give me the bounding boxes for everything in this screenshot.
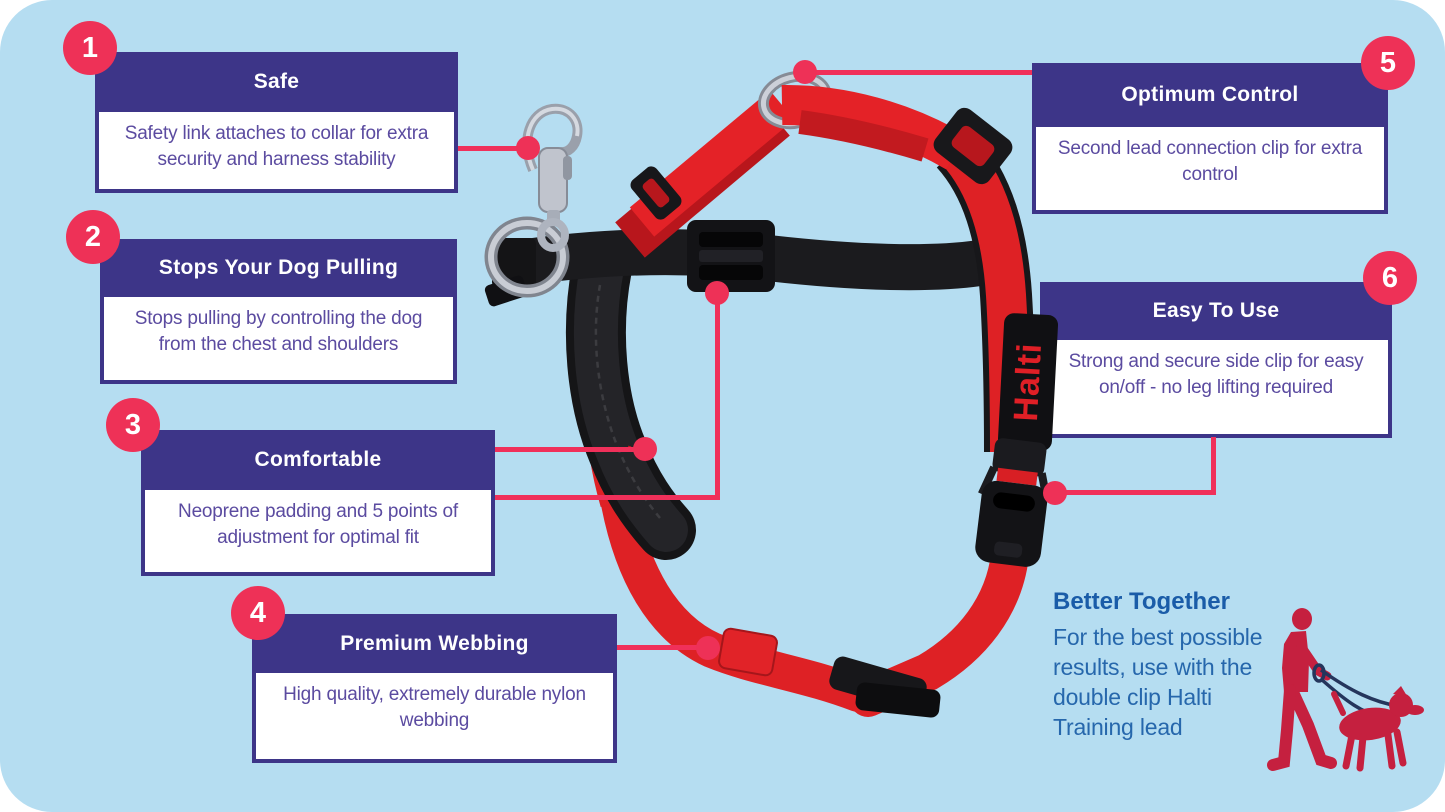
callout-title: Stops Your Dog Pulling [100, 239, 457, 297]
callout-box-easy-to-use: Easy To Use Strong and secure side clip … [1040, 282, 1392, 438]
leash [1312, 663, 1399, 720]
connector-line-optimum-control [805, 70, 1032, 75]
better-together-body: For the best possible results, use with … [1053, 624, 1263, 740]
chest-strap-fold [492, 238, 536, 288]
connector-line-easy-vertical [1211, 437, 1216, 493]
right-lower-strap [849, 536, 1029, 717]
connector-dot-buckle [1043, 481, 1067, 505]
callout-box-stops-pulling: Stops Your Dog Pulling Stops pulling by … [100, 239, 457, 384]
right-strap [940, 136, 1030, 453]
callout-body: Neoprene padding and 5 points of adjustm… [141, 490, 495, 576]
callout-title: Premium Webbing [252, 614, 617, 673]
tri-glide [933, 107, 1013, 185]
front-strap [582, 293, 636, 508]
top-left-strap-under [615, 100, 790, 258]
connector-dot-pad [633, 437, 657, 461]
step-badge-4: 4 [231, 586, 285, 640]
chest-strap [496, 229, 984, 291]
connector-line-chest-vertical [715, 293, 720, 500]
strap-tip [855, 682, 941, 718]
callout-title: Safe [95, 52, 458, 112]
connector-line-easy-horizontal [1055, 490, 1216, 495]
callout-box-premium-webbing: Premium Webbing High quality, extremely … [252, 614, 617, 763]
better-together-block: Better Together For the best possible re… [1053, 588, 1291, 742]
callout-body: Strong and secure side clip for easy on/… [1040, 340, 1392, 438]
callout-title: Easy To Use [1040, 282, 1392, 340]
connector-dot-webbing [696, 636, 720, 660]
connector-dot-clip [516, 136, 540, 160]
callout-title: Optimum Control [1032, 63, 1388, 127]
top-left-strap [629, 90, 795, 237]
connector-dot-top-ring [793, 60, 817, 84]
bottom-strap [600, 480, 876, 712]
red-keeper [718, 627, 778, 677]
callout-box-optimum-control: Optimum Control Second lead connection c… [1032, 63, 1388, 214]
strap-tip [829, 656, 927, 712]
callout-box-safe: Safe Safety link attaches to collar for … [95, 52, 458, 193]
step-badge-5: 5 [1361, 36, 1415, 90]
trigger-snap-clip [522, 103, 583, 252]
side-release-buckle [975, 438, 1052, 567]
step-badge-1: 1 [63, 21, 117, 75]
top-right-strap-fold [798, 110, 929, 162]
neoprene-pad [565, 238, 696, 560]
step-badge-3: 3 [106, 398, 160, 452]
connector-line-comfortable [495, 447, 645, 452]
dog-silhouette [1331, 686, 1424, 772]
callout-body: Stops pulling by controlling the dog fro… [100, 297, 457, 384]
connector-line-safe [458, 146, 530, 151]
callout-title: Comfortable [141, 430, 495, 490]
callout-body: High quality, extremely durable nylon we… [252, 673, 617, 763]
top-right-strap [781, 84, 967, 170]
better-together-heading: Better Together [1053, 588, 1230, 615]
slide-adjuster [687, 220, 775, 292]
callout-body: Second lead connection clip for extra co… [1032, 127, 1388, 214]
connector-line-webbing [617, 645, 708, 650]
strap-tip [484, 275, 528, 307]
right-strap-backing [936, 132, 1036, 453]
callout-box-comfortable: Comfortable Neoprene padding and 5 point… [141, 430, 495, 576]
callout-body: Safety link attaches to collar for extra… [95, 112, 458, 193]
d-ring [484, 216, 570, 298]
connector-dot-chest [705, 281, 729, 305]
step-badge-6: 6 [1363, 251, 1417, 305]
strap-keeper [630, 166, 682, 220]
dog-walker-silhouette [1267, 608, 1424, 772]
connector-line-chest-horizontal [495, 495, 720, 500]
step-badge-2: 2 [66, 210, 120, 264]
